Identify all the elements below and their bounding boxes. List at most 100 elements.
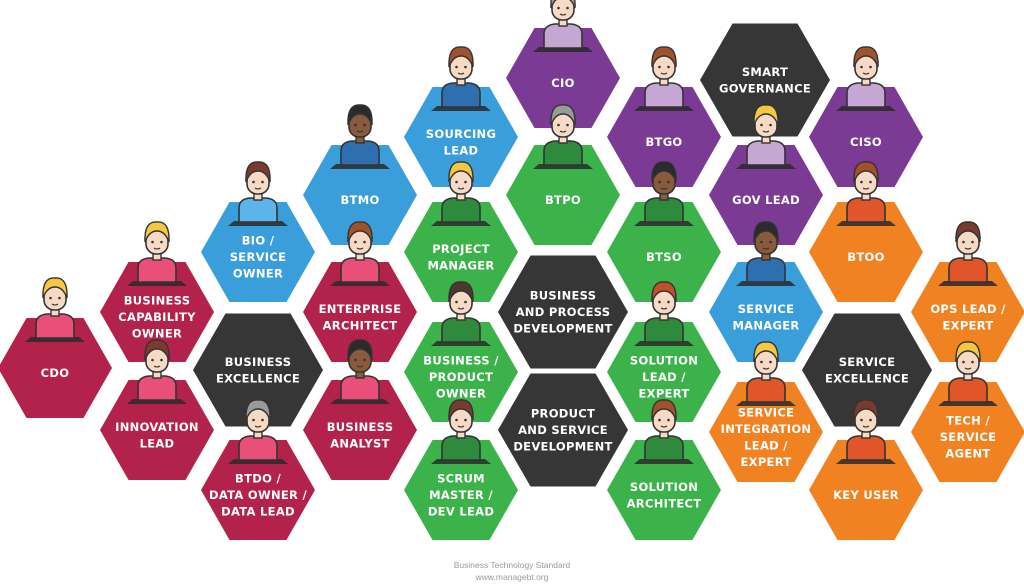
role-label-line: EXCELLENCE	[825, 371, 909, 385]
hexagon-shape	[498, 373, 628, 487]
hexagon-innovation-lead: INNOVATION LEAD	[100, 339, 214, 480]
hexagon-enterprise-architect: ENTERPRISE ARCHITECT	[303, 221, 417, 362]
role-label-line: BTDO /	[235, 472, 281, 486]
role-label-line: SOURCING	[426, 127, 496, 141]
role-label: BTDO /DATA OWNER /DATA LEAD	[209, 472, 308, 519]
role-label-line: AGENT	[945, 447, 990, 461]
hexagon-smart-governance: SMART GOVERNANCE	[700, 23, 830, 137]
person-avatar-icon	[736, 104, 796, 169]
role-label: BTSO	[646, 250, 682, 264]
role-label-line: CDO	[41, 366, 70, 380]
hexagon-shape	[100, 262, 214, 362]
hexagon-shape	[303, 145, 417, 245]
role-label-line: LEAD /	[744, 438, 788, 452]
role-label-line: GOVERNANCE	[719, 81, 811, 95]
hexagon-shape	[404, 202, 518, 302]
role-label-line: MANAGER	[732, 318, 799, 332]
role-label-line: SOLUTION	[630, 480, 698, 494]
hexagon-btgo: BTGO	[607, 46, 721, 187]
person-avatar-icon	[634, 281, 694, 346]
role-label: TECH / SERVICE AGENT	[940, 414, 997, 461]
person-avatar-icon	[836, 161, 896, 226]
role-label-line: OWNER	[132, 327, 182, 341]
person-avatar-icon	[25, 277, 85, 342]
role-label-line: SERVICE	[230, 250, 287, 264]
hexagon-shape	[506, 145, 620, 245]
role-label-line: BTMO	[340, 193, 379, 207]
person-avatar-icon	[431, 161, 491, 226]
role-label: CISO	[850, 135, 882, 149]
hexagon-shape	[607, 322, 721, 422]
person-avatar-icon	[330, 221, 390, 286]
role-label-line: EXCELLENCE	[216, 371, 300, 385]
role-label-line: INNOVATION	[115, 420, 199, 434]
role-label: KEY USER	[833, 488, 899, 502]
hexagon-shape	[201, 440, 315, 540]
hexagon-shape	[802, 313, 932, 427]
role-label-line: SMART	[742, 65, 788, 79]
role-label-line: BUSINESS /	[423, 354, 499, 368]
hexagon-shape	[404, 322, 518, 422]
hexagon-shape	[404, 87, 518, 187]
person-avatar-icon	[634, 399, 694, 464]
role-label-line: ENTERPRISE	[319, 302, 402, 316]
hexagon-ciso: CISO	[809, 46, 923, 187]
role-label-line: AND SERVICE	[518, 423, 608, 437]
role-label-line: DATA OWNER /	[209, 488, 308, 502]
person-avatar-icon	[938, 341, 998, 406]
person-avatar-icon	[736, 221, 796, 286]
role-label-line: PROJECT	[432, 242, 490, 256]
role-label-line: TECH /	[946, 414, 990, 428]
hexagon-shape	[201, 202, 315, 302]
role-label-line: SERVICE	[940, 430, 997, 444]
role-label-line: LEAD	[140, 436, 175, 450]
role-label: BTMO	[340, 193, 379, 207]
role-label-line: BTGO	[645, 135, 682, 149]
role-label-line: BTOO	[847, 250, 884, 264]
role-label: INNOVATION LEAD	[115, 420, 199, 451]
hexagon-shape	[911, 382, 1024, 482]
hexagon-btso: BTSO	[607, 161, 721, 302]
hexagon-ops-lead-expert: OPS LEAD /EXPERT	[911, 221, 1024, 362]
role-label-line: ARCHITECT	[627, 496, 702, 510]
role-label: OPS LEAD /EXPERT	[930, 302, 1006, 333]
role-label-line: GOV LEAD	[732, 193, 800, 207]
hexagon-shape	[303, 380, 417, 480]
role-label: SOLUTION ARCHITECT	[627, 480, 702, 511]
person-avatar-icon	[330, 104, 390, 169]
role-label-line: ARCHITECT	[323, 318, 398, 332]
role-label: GOV LEAD	[732, 193, 800, 207]
person-avatar-icon	[836, 399, 896, 464]
hexagon-shape	[607, 87, 721, 187]
role-label: CIO	[551, 76, 574, 90]
hexagon-cio: CIO	[506, 0, 620, 128]
hexagon-shape	[911, 262, 1024, 362]
hexagon-shape	[498, 255, 628, 369]
role-label-line: CISO	[850, 135, 882, 149]
role-label-line: CIO	[551, 76, 574, 90]
hexagon-shape	[709, 262, 823, 362]
hexagon-shape	[700, 23, 830, 137]
role-label-line: SERVICE	[738, 405, 795, 419]
